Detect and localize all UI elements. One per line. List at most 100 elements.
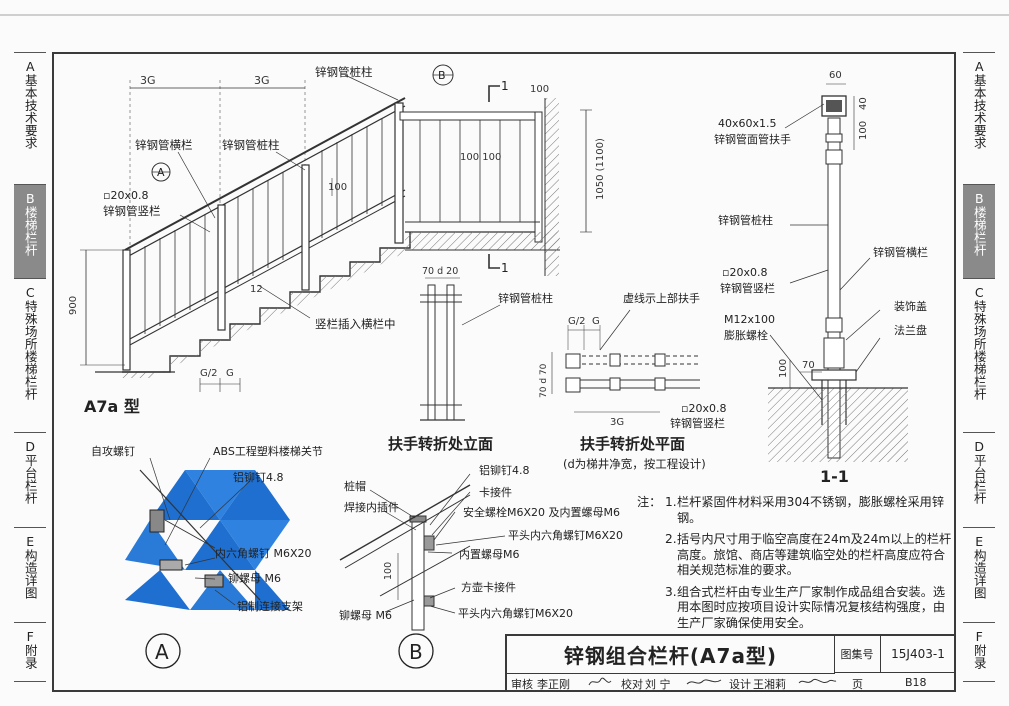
detail-b-label-5: 平头内六角螺钉M6X20 [508,528,623,542]
label-cover: 装饰盖 [894,299,927,313]
tab-e-right[interactable]: E构造详图 [963,527,995,622]
side-tabs-right: A基本技术要求 B楼梯栏杆 C特殊场所楼梯栏杆 D平台栏杆 E构造详图 F附录 [963,52,995,682]
turn-elev-label: 锌钢管桩柱 [498,291,553,305]
detail-a-label-1: ABS工程塑料楼梯关节 [213,444,323,458]
label-zhu-top: 锌钢管桩柱 [315,65,373,79]
callout-b-stair: B [438,69,446,82]
page-number: B18 [905,676,927,689]
stair-slab [122,232,410,378]
turn-plan-subcaption: (d为梯井净宽，按工程设计) [563,457,706,471]
turn-plan-left-dim: 70 d 70 [539,363,549,398]
tab-e[interactable]: E构造详图 [14,527,46,622]
checker-name: 刘 宁 [645,678,671,691]
turn-plan-caption: 扶手转折处平面 [580,435,685,453]
detail-b-graphic [339,473,506,669]
turn-elev-dim: 70 d 20 [422,266,458,277]
label-bolt-size: M12x100 [724,313,775,326]
designer-name: 王湘莉 [753,678,786,691]
tab-b-right[interactable]: B楼梯栏杆 [963,184,995,278]
note-2-text: 括号内尺寸用于临空高度在24m及24m以上的栏杆高度。旅馆、商店等建筑临空处的栏… [677,532,952,577]
turn-elev-caption: 扶手转折处立面 [388,435,493,453]
label-insert: 竖栏插入横栏中 [315,317,396,331]
drawing-title: 锌钢组合栏杆(A7a型) [507,636,835,674]
designer-signature [798,678,837,684]
section-caption: 1-1 [820,467,849,486]
dim-1050: 1050 (1100) [595,138,606,200]
turn-elevation [420,277,501,421]
landing-railing [399,85,592,276]
dim-3g-1: 3G [140,74,156,87]
label-zhu-sec: 锌钢管桩柱 [718,213,773,227]
note-1-text: 栏杆紧固件材料采用304不锈钢，膨胀螺栓采用锌钢。 [677,495,945,525]
stair-steps [122,232,411,373]
turn-plan-g2: G/2 [568,316,585,327]
reviewer-name: 李正刚 [537,678,570,691]
side-tabs-left: A基本技术要求 B楼梯栏杆 C特殊场所楼梯栏杆 D平台栏杆 E构造详图 F附录 [14,52,46,682]
notes: 注： 1. 栏杆紧固件材料采用304不锈钢，膨胀螺栓采用锌钢。 2. 括号内尺寸… [637,495,952,631]
detail-a-caption: A [155,640,169,664]
turn-plan-g: G [592,316,600,327]
section-mark-bottom: 1 [501,261,509,275]
turn-plan-shu: 锌钢管竖栏 [670,416,725,430]
dim-g2-stair: G/2 [200,368,217,379]
dim-100-sec: 100 [858,121,869,140]
title-block: 锌钢组合栏杆(A7a型) 图集号 15J403-1 审核 李正刚 校对 刘 宁 … [505,634,956,692]
tab-b[interactable]: B楼梯栏杆 [14,184,46,278]
label-shu-sec: 锌钢管竖栏 [720,281,775,295]
tab-a-right[interactable]: A基本技术要求 [963,52,995,184]
tab-a[interactable]: A基本技术要求 [14,52,46,184]
label-flange: 法兰盘 [894,323,927,337]
dim-70: 70 [802,360,815,371]
tab-c-right[interactable]: C特殊场所楼梯栏杆 [963,278,995,432]
approval-row: 审核 李正刚 校对 刘 宁 设计 王湘莉 页 B18 [507,673,956,692]
review-label: 审核 [511,678,533,691]
label-shu-size: ▫20x0.8 [103,189,148,202]
detail-b-caption: B [409,640,423,664]
label-shu-size-sec: ▫20x0.8 [722,266,767,279]
design-label: 设计 [729,678,751,691]
check-label: 校对 [621,678,643,691]
scan-top-border [0,14,1009,16]
section-1-1 [768,83,908,462]
page-label: 页 [852,678,863,691]
detail-a-label-0: 自攻螺钉 [91,444,135,458]
atlas-label: 图集号 [834,636,881,673]
label-handrail-size: 40x60x1.5 [718,117,777,130]
dim-900: 900 [68,296,79,315]
label-bolt: 膨胀螺栓 [724,328,768,342]
label-zhu: 锌钢管桩柱 [222,138,280,152]
stair-caption: A7a 型 [84,397,140,416]
drawing-frame [52,52,956,692]
reviewer-signature [588,677,612,686]
turn-plan-shu-size: ▫20x0.8 [681,402,726,415]
detail-a-label-4: 铆螺母 M6 [228,571,281,585]
section-mark-top: 1 [501,79,509,93]
tab-f-right[interactable]: F附录 [963,622,995,682]
detail-b-label-2: 铝铆钉4.8 [479,463,530,477]
detail-b-dim-100: 100 [383,562,394,580]
detail-b-label-8: 铆螺母 M6 [339,608,392,622]
dim-100-top: 100 [530,84,549,95]
dim-g-stair: G [226,368,234,379]
dim-12: 12 [250,284,263,295]
note-2-num: 2. [665,532,677,546]
atlas-number: 15J403-1 [881,636,956,673]
tab-c[interactable]: C特殊场所楼梯栏杆 [14,278,46,432]
turn-plan [551,309,700,413]
checker-signature [686,679,722,685]
detail-b-label-9: 平头内六角螺钉M6X20 [458,606,573,620]
dim-100-low: 100 [778,359,789,378]
tab-f[interactable]: F附录 [14,622,46,682]
detail-a-label-3: 内六角螺钉 M6X20 [215,546,312,560]
tab-d-right[interactable]: D平台栏杆 [963,432,995,527]
label-handrail: 锌钢管面管扶手 [714,132,791,146]
turn-plan-dashed-label: 虚线示上部扶手 [623,291,700,305]
turn-plan-3g: 3G [610,417,624,428]
label-heng: 锌钢管横栏 [135,138,193,152]
detail-a-graphic [125,457,290,669]
detail-b-label-3: 卡接件 [479,486,512,499]
detail-a-label-5: 铝制连接支架 [237,599,303,613]
label-shu: 锌钢管竖栏 [103,204,161,218]
tab-d[interactable]: D平台栏杆 [14,432,46,527]
